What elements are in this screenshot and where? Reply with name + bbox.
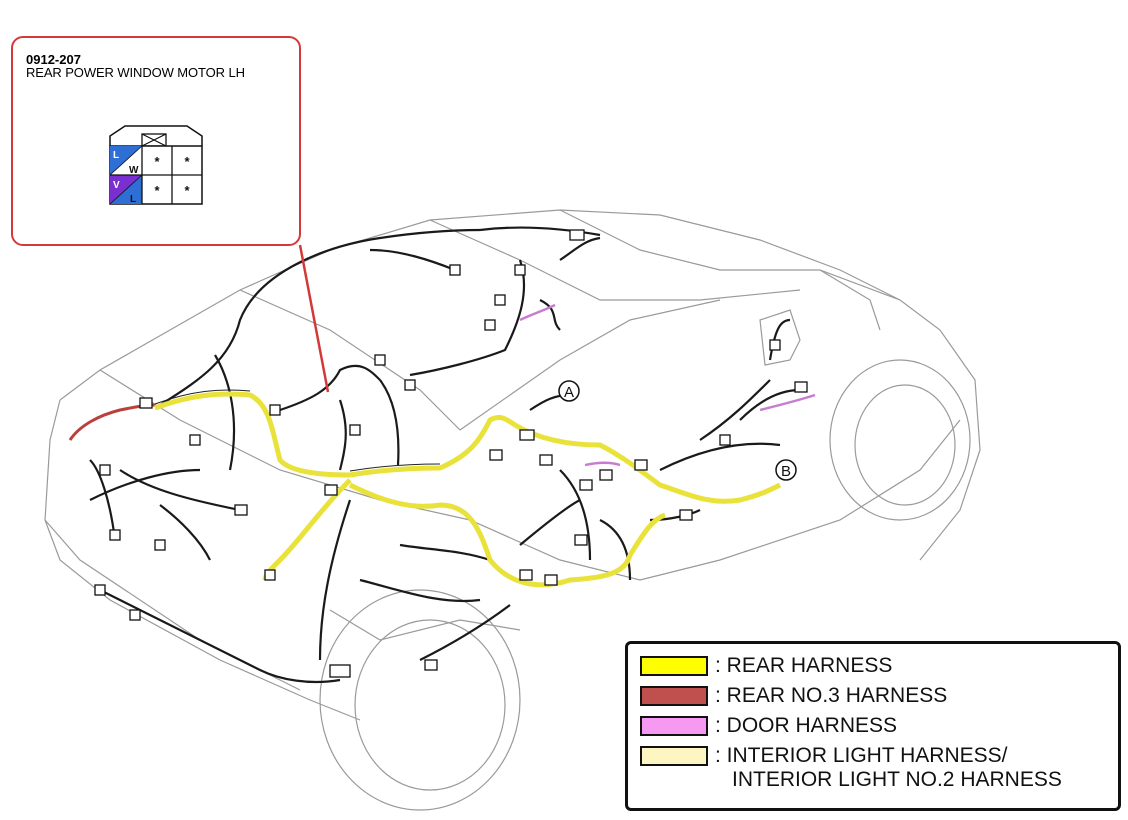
door-harness-wire (519, 303, 816, 467)
connector-callout: 0912-207 REAR POWER WINDOW MOTOR LH L W … (11, 36, 301, 246)
marker-a: A (558, 380, 580, 402)
marker-b: B (775, 459, 797, 481)
car-outline (44, 209, 981, 811)
connector-face-diagram: L W V L * * * * (109, 125, 203, 205)
legend-label: : REAR NO.3 HARNESS (715, 684, 948, 707)
pin-empty-mark: * (154, 154, 160, 169)
rear-no3-harness-wire (68, 403, 156, 441)
marker-b-label: B (781, 463, 791, 480)
legend-swatch (640, 656, 708, 676)
connectors (94, 229, 808, 678)
rear-harness-wire-outline (154, 389, 441, 472)
pin-empty-mark: * (184, 183, 190, 198)
pin2-wire-bottom: L (130, 194, 136, 205)
legend-swatch (640, 716, 708, 736)
callout-leader-line (298, 244, 330, 393)
legend-swatch (640, 686, 708, 706)
pin2-wire-top: V (113, 180, 120, 191)
legend-label: : INTERIOR LIGHT HARNESS/ (715, 744, 1008, 767)
connector-code: 0912-207 (26, 52, 81, 67)
legend-label: : REAR HARNESS (715, 654, 893, 677)
legend-swatch (640, 746, 708, 766)
harness-legend: : REAR HARNESS : REAR NO.3 HARNESS : DOO… (625, 641, 1121, 811)
rear-harness-wire (154, 391, 782, 588)
legend-label-continued: INTERIOR LIGHT NO.2 HARNESS (732, 768, 1062, 791)
pin-empty-mark: * (184, 154, 190, 169)
connector-title: REAR POWER WINDOW MOTOR LH (26, 65, 245, 80)
legend-label: : DOOR HARNESS (715, 714, 898, 737)
pin1-wire-bottom: W (129, 165, 139, 176)
marker-a-label: A (564, 384, 574, 401)
pin-empty-mark: * (154, 183, 160, 198)
black-wires (89, 226, 801, 684)
pin1-wire-top: L (113, 150, 119, 161)
